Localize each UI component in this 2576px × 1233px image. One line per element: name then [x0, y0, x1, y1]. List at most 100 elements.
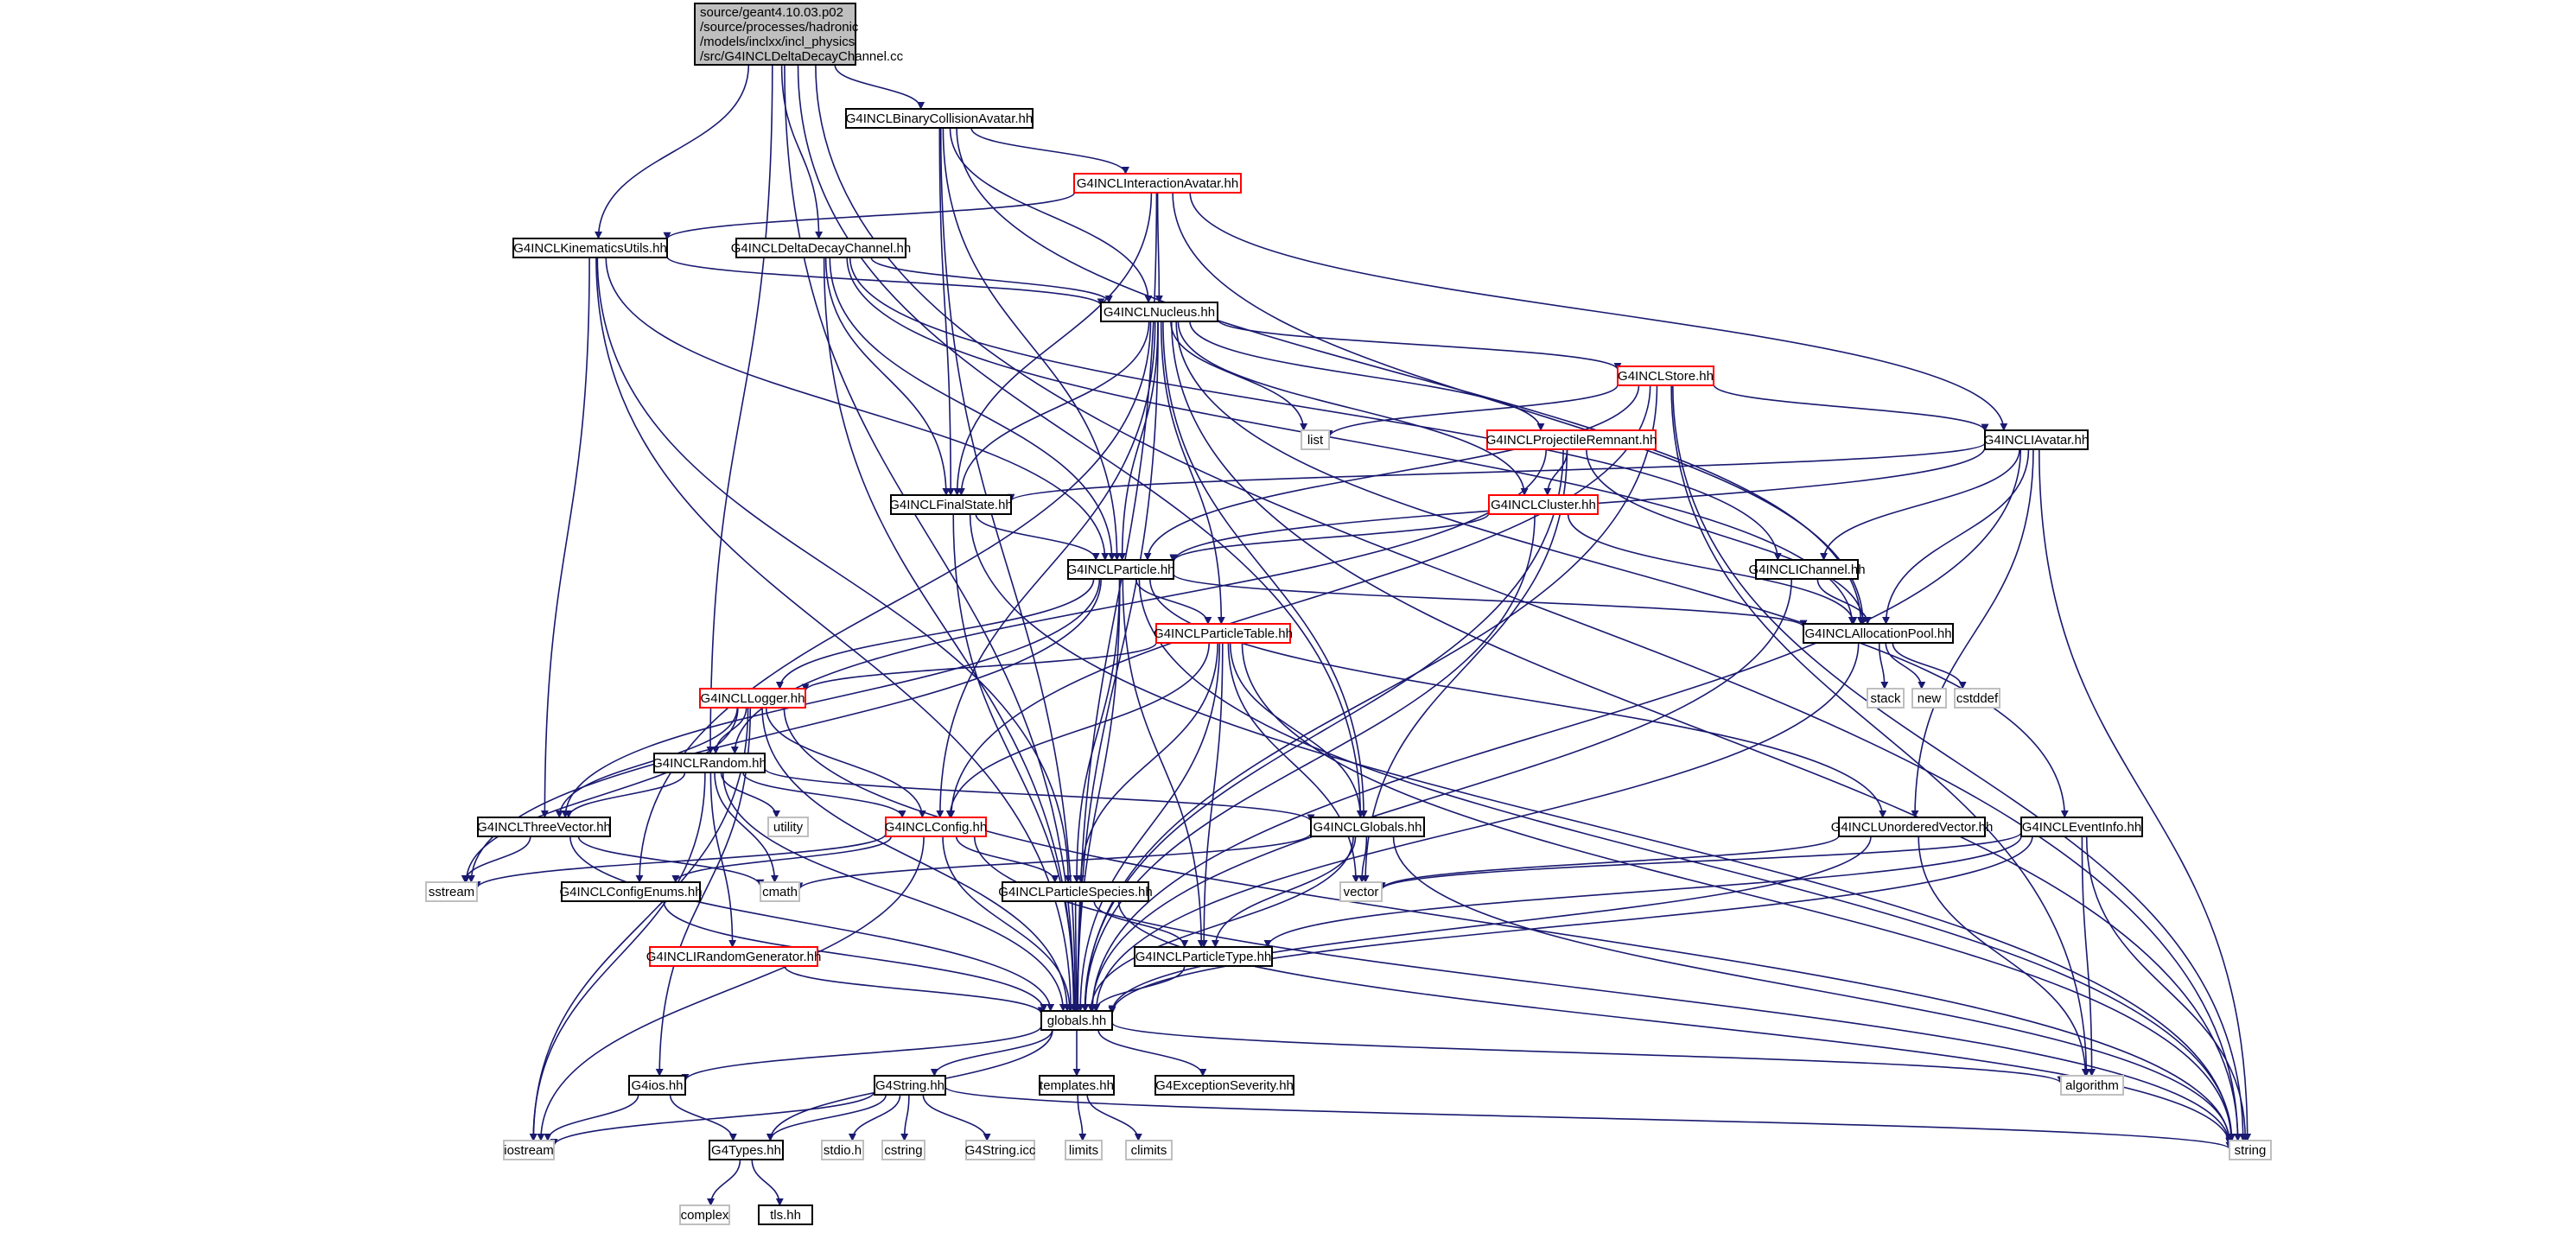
node-complex[interactable]: complex	[679, 1204, 730, 1225]
node-ap[interactable]: G4INCLAllocationPool.hh	[1803, 623, 1954, 644]
node-iostream[interactable]: iostream	[503, 1140, 555, 1160]
edge-ios-to-g4types	[669, 1094, 737, 1141]
edge-random-to-tv	[564, 772, 686, 818]
node-algorithm[interactable]: algorithm	[2060, 1075, 2124, 1096]
edge-particle-to-ptype	[1122, 578, 1205, 948]
edge-ddc-to-particle	[829, 257, 1116, 561]
node-particle[interactable]: G4INCLParticle.hh	[1066, 559, 1175, 580]
node-pr-label: G4INCLProjectileRemnant.hh	[1486, 433, 1657, 448]
node-string[interactable]: string	[2229, 1140, 2272, 1160]
edge-iav-to-ich	[1820, 448, 2020, 561]
node-climits[interactable]: climits	[1125, 1140, 1173, 1160]
node-uv-label: G4INCLUnorderedVector.hh	[1831, 820, 1994, 835]
node-fs[interactable]: G4INCLFinalState.hh	[889, 494, 1013, 515]
node-limits[interactable]: limits	[1065, 1140, 1103, 1160]
node-g4types[interactable]: G4Types.hh	[709, 1140, 784, 1160]
edge-pt-to-ps	[1077, 642, 1218, 883]
edge-ei-to-vector	[1377, 831, 2022, 891]
node-globals_incl[interactable]: G4INCLGlobals.hh	[1310, 817, 1425, 837]
node-list[interactable]: list	[1301, 429, 1330, 450]
edge-ps-to-ptype	[1093, 900, 1189, 948]
node-templates-label: templates.hh	[1040, 1078, 1114, 1093]
edge-globals_incl-to-globals	[1087, 836, 1354, 1012]
node-ia[interactable]: G4INCLInteractionAvatar.hh	[1073, 173, 1242, 194]
node-limits-label: limits	[1069, 1143, 1098, 1158]
node-es[interactable]: G4ExceptionSeverity.hh	[1154, 1075, 1294, 1096]
node-icc[interactable]: G4String.icc	[965, 1140, 1036, 1160]
edge-ei-to-algorithm	[2081, 836, 2096, 1077]
node-cluster[interactable]: G4INCLCluster.hh	[1488, 494, 1599, 515]
node-bca[interactable]: G4INCLBinaryCollisionAvatar.hh	[845, 108, 1034, 129]
edge-store-to-list	[1325, 384, 1619, 438]
node-root-label: /source/processes/hadronic	[700, 20, 859, 35]
edge-logger-to-sstream	[462, 707, 739, 883]
node-root[interactable]: source/geant4.10.03.p02/source/processes…	[694, 3, 904, 66]
edge-nuc-to-pr	[1189, 321, 1545, 431]
node-vector[interactable]: vector	[1339, 881, 1383, 902]
node-vector-label: vector	[1344, 885, 1379, 899]
node-new[interactable]: new	[1911, 688, 1947, 709]
edge-irg-to-globals	[784, 965, 1046, 1015]
node-ptype[interactable]: G4INCLParticleType.hh	[1134, 946, 1273, 967]
node-ich[interactable]: G4INCLIChannel.hh	[1748, 559, 1866, 580]
node-ei-label: G4INCLEventInfo.hh	[2022, 820, 2141, 835]
node-stdio[interactable]: stdio.h	[821, 1140, 864, 1160]
node-random[interactable]: G4INCLRandom.hh	[652, 753, 766, 773]
edge-random-to-globals_incl	[764, 767, 1315, 823]
node-iostream-box	[503, 1140, 555, 1160]
node-stack-label: stack	[1870, 691, 1901, 706]
node-templates[interactable]: templates.hh	[1039, 1075, 1115, 1096]
edge-particle-to-pt	[1135, 578, 1212, 625]
node-ddc[interactable]: G4INCLDeltaDecayChannel.hh	[731, 238, 911, 258]
node-uv[interactable]: G4INCLUnorderedVector.hh	[1831, 817, 1994, 837]
node-cstring-label: cstring	[884, 1143, 922, 1158]
node-nuc[interactable]: G4INCLNucleus.hh	[1100, 302, 1218, 322]
edge-logger-to-config	[765, 707, 926, 818]
node-fs-label: G4INCLFinalState.hh	[889, 498, 1013, 512]
node-cstddef[interactable]: cstddef	[1954, 688, 2000, 709]
node-g4string-label: G4String.hh	[875, 1078, 945, 1093]
node-globals[interactable]: globals.hh	[1040, 1010, 1113, 1031]
node-tv[interactable]: G4INCLThreeVector.hh	[477, 817, 611, 837]
edge-ddc-to-fs	[824, 257, 951, 496]
node-ei[interactable]: G4INCLEventInfo.hh	[2020, 817, 2143, 837]
node-ia-label: G4INCLInteractionAvatar.hh	[1077, 176, 1238, 191]
node-sstream[interactable]: sstream	[425, 881, 478, 902]
node-ptype-box	[1134, 946, 1273, 967]
edge-ku-to-globals	[595, 257, 1075, 1012]
edge-config-to-sstream	[473, 833, 887, 889]
node-tls[interactable]: tls.hh	[758, 1204, 813, 1225]
node-cmath[interactable]: cmath	[760, 881, 800, 902]
node-ku[interactable]: G4INCLKinematicsUtils.hh	[512, 238, 668, 258]
node-ios-box	[628, 1075, 686, 1096]
node-utility-label: utility	[773, 820, 804, 835]
edge-logger-to-globals	[761, 707, 1072, 1012]
node-stack[interactable]: stack	[1867, 688, 1905, 709]
node-ps[interactable]: G4INCLParticleSpecies.hh	[998, 881, 1153, 902]
node-ce[interactable]: G4INCLConfigEnums.hh	[559, 881, 703, 902]
edge-particle-to-string	[1138, 578, 2236, 1141]
node-irg[interactable]: G4INCLIRandomGenerator.hh	[646, 946, 822, 967]
node-g4string[interactable]: G4String.hh	[874, 1075, 946, 1096]
node-logger[interactable]: G4INCLLogger.hh	[699, 688, 806, 709]
node-config[interactable]: G4INCLConfig.hh	[885, 817, 987, 837]
edge-particle-to-globals	[1073, 578, 1121, 1012]
node-pr[interactable]: G4INCLProjectileRemnant.hh	[1486, 429, 1657, 450]
node-ios[interactable]: G4ios.hh	[628, 1075, 686, 1096]
node-pt[interactable]: G4INCLParticleTable.hh	[1154, 623, 1293, 644]
node-utility[interactable]: utility	[767, 817, 809, 837]
node-globals-label: globals.hh	[1047, 1014, 1106, 1028]
node-iav[interactable]: G4INCLIAvatar.hh	[1984, 429, 2089, 450]
node-logger-box	[699, 688, 806, 709]
edge-nuc-to-ei	[1175, 321, 2069, 818]
node-g4string-box	[874, 1075, 946, 1096]
node-tls-box	[758, 1204, 813, 1225]
edge-ei-to-globals	[1108, 836, 2033, 1014]
node-ps-label: G4INCLParticleSpecies.hh	[998, 885, 1152, 899]
node-store[interactable]: G4INCLStore.hh	[1617, 365, 1714, 386]
node-g4types-box	[709, 1140, 784, 1160]
edge-random-to-irg	[709, 772, 737, 948]
node-algorithm-label: algorithm	[2065, 1078, 2119, 1093]
node-cstring[interactable]: cstring	[881, 1140, 925, 1160]
edge-logger-to-iostream	[529, 707, 749, 1141]
